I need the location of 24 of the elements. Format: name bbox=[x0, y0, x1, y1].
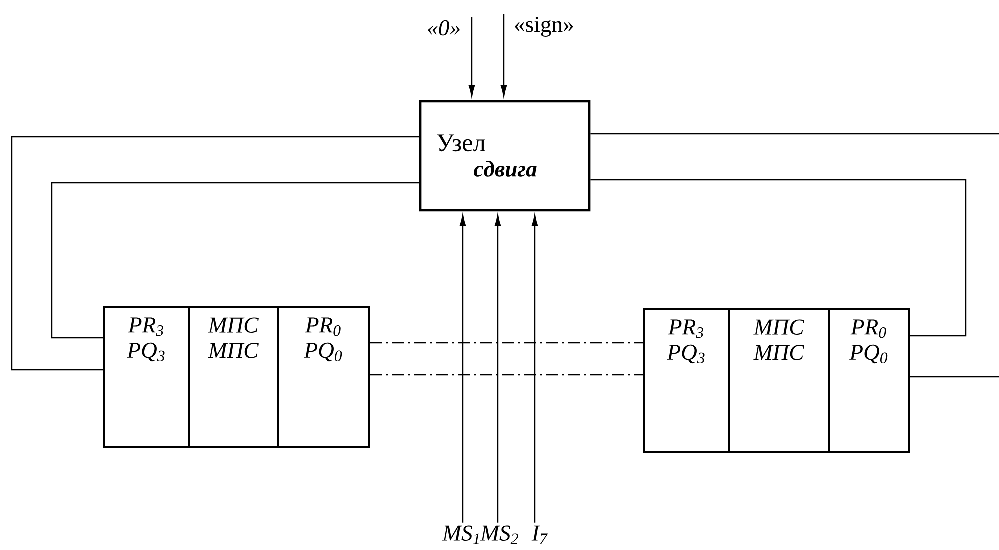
connector-line bbox=[51, 182, 419, 339]
signal-label: «sign» bbox=[515, 17, 574, 37]
arrow bbox=[532, 215, 538, 523]
dash-dot-line bbox=[370, 342, 643, 344]
connector-line bbox=[590, 133, 999, 135]
register-cell: МПС МПС bbox=[188, 306, 280, 448]
arrow bbox=[500, 14, 508, 97]
signal-label: MS$_{1}$ bbox=[442, 526, 480, 544]
arrow bbox=[468, 17, 476, 97]
register-cell: PR$_{0}$ PQ$_{0}$ bbox=[828, 308, 910, 454]
connector-line bbox=[11, 136, 419, 371]
signal-label: «0» bbox=[428, 20, 460, 36]
dash-dot-line bbox=[370, 374, 643, 376]
register-cell: PR$_{3}$ PQ$_{3}$ bbox=[103, 306, 190, 448]
connector-line bbox=[910, 376, 999, 378]
arrow bbox=[494, 215, 502, 523]
signal-label: I$_{7}$ bbox=[532, 526, 548, 544]
process-box: Узел сдвига bbox=[419, 100, 591, 212]
register-cell: МПС МПС bbox=[728, 308, 830, 454]
signal-label: MS$_{2}$ bbox=[480, 526, 518, 544]
register-cell: PR$_{0}$ PQ$_{0}$ bbox=[277, 306, 370, 448]
connector-line bbox=[590, 179, 967, 337]
arrow bbox=[460, 215, 466, 523]
register-cell: PR$_{3}$ PQ$_{3}$ bbox=[643, 308, 730, 454]
